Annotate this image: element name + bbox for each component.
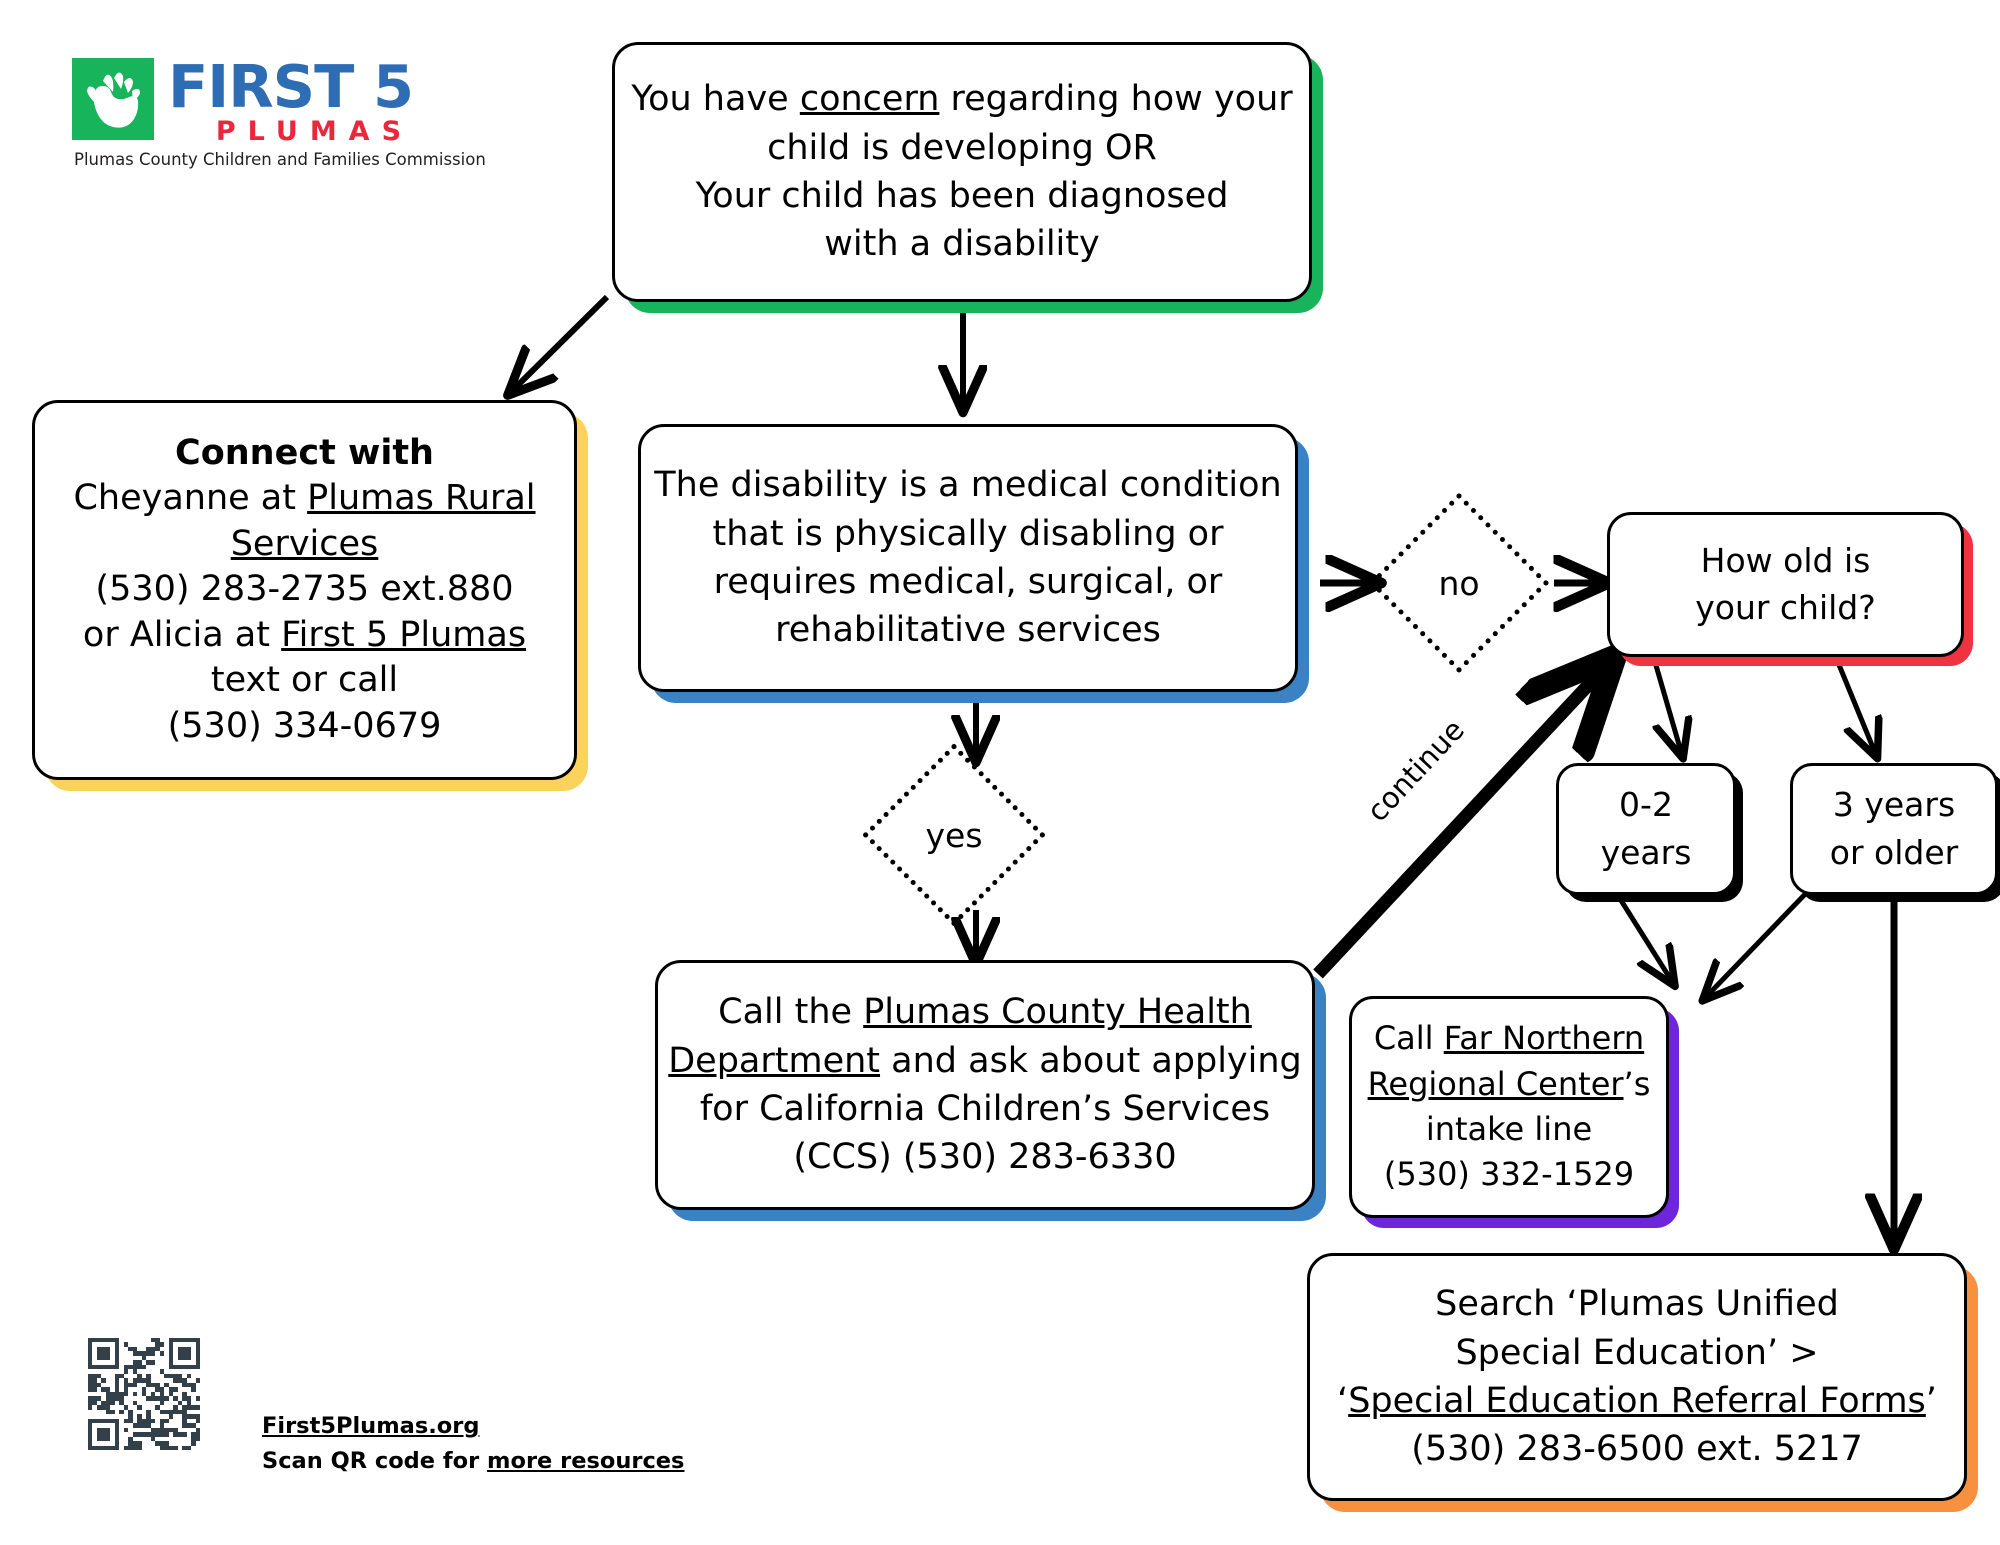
qr-code-grid xyxy=(88,1338,200,1450)
footer-scan-pre: Scan QR code for xyxy=(262,1447,488,1474)
qr-code[interactable] xyxy=(88,1338,200,1450)
footer-website[interactable]: First5Plumas.org xyxy=(262,1409,684,1444)
edge-start-to-connect xyxy=(511,294,610,392)
connect-heading: Connect with xyxy=(175,432,434,473)
node-age-question-text: How old is your child? xyxy=(1695,541,1876,627)
node-sped-text: Search ‘Plumas Unified Special Education… xyxy=(1337,1284,1937,1470)
decision-yes-label: yes xyxy=(925,815,983,855)
footer-scan-link: more resources xyxy=(487,1447,685,1474)
node-call-health-department[interactable]: Call the Plumas County Health Department… xyxy=(655,960,1315,1210)
logo-tagline: Plumas County Children and Families Comm… xyxy=(74,150,486,169)
handprint-icon xyxy=(72,58,154,140)
node-concern-text: You have concern regarding how your chil… xyxy=(631,79,1293,265)
node-age-3-or-older[interactable]: 3 years or older xyxy=(1790,763,1998,895)
node-fnrc-text: Call Far Northern Regional Center’s inta… xyxy=(1367,1019,1651,1194)
edge-age-to-3plus xyxy=(1832,654,1876,755)
node-age-0-2-text: 0-2 years xyxy=(1600,785,1692,872)
logo-first5-text: FIRST 5 xyxy=(168,52,414,121)
edge-label-continue: continue xyxy=(1360,712,1471,829)
node-age-3-plus-text: 3 years or older xyxy=(1829,785,1959,872)
node-concern-or-diagnosis[interactable]: You have concern regarding how your chil… xyxy=(612,42,1312,302)
edge-age-to-0-2 xyxy=(1650,654,1682,755)
node-medical-text: The disability is a medical condition th… xyxy=(654,465,1282,651)
footer-text: First5Plumas.org Scan QR code for more r… xyxy=(262,1409,684,1479)
logo-plumas-text: PLUMAS xyxy=(215,115,414,147)
footer-website-link: First5Plumas.org xyxy=(262,1413,480,1439)
node-connect-with[interactable]: Connect with Cheyanne at Plumas Rural Se… xyxy=(32,400,577,780)
node-connect-text: Connect with Cheyanne at Plumas Rural Se… xyxy=(35,431,574,750)
node-ccs-text: Call the Plumas County Health Department… xyxy=(668,992,1302,1178)
decision-no-label: no xyxy=(1438,563,1480,603)
edge-3plus-to-fnrc xyxy=(1705,885,1814,998)
node-age-0-2-years[interactable]: 0-2 years xyxy=(1556,763,1736,895)
node-medical-condition-question[interactable]: The disability is a medical condition th… xyxy=(638,424,1298,692)
footer-scan-line: Scan QR code for more resources xyxy=(262,1444,684,1479)
node-call-far-northern-regional-center[interactable]: Call Far Northern Regional Center’s inta… xyxy=(1349,996,1669,1218)
first5-plumas-logo: FIRST 5 PLUMAS Plumas County Children an… xyxy=(72,52,512,169)
node-how-old-is-your-child[interactable]: How old is your child? xyxy=(1607,512,1964,657)
node-search-special-education[interactable]: Search ‘Plumas Unified Special Education… xyxy=(1307,1253,1967,1501)
edge-0-2-to-fnrc xyxy=(1614,892,1673,983)
